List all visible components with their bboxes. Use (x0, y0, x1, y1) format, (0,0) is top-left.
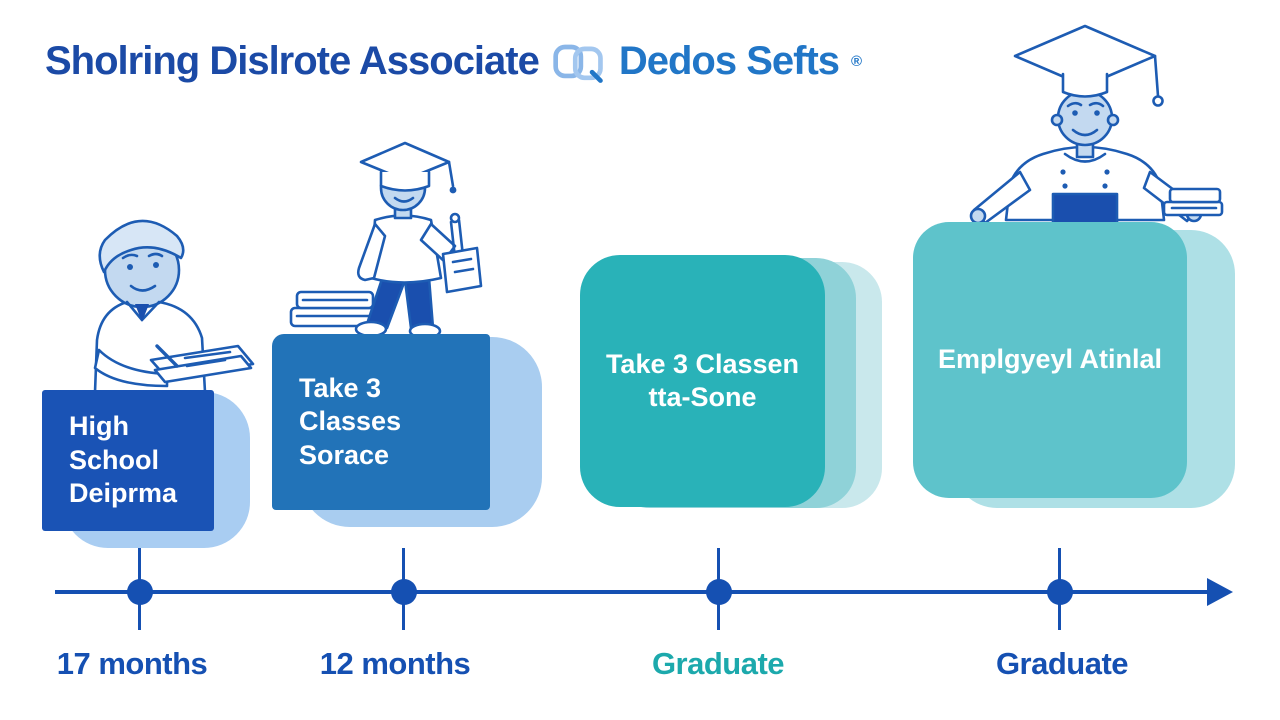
timeline-dot (1047, 579, 1073, 605)
step-label-line: Deiprma (69, 478, 178, 509)
page-title: Sholring Dislrote Associate Dedos Sefts ® (45, 36, 862, 86)
student-at-desk-illustration (93, 219, 255, 392)
chef-graduate-illustration (969, 24, 1224, 224)
step-box-high-school-diploma: High School Deiprma (42, 390, 214, 531)
step-box-take-3-classen: Take 3 Classen tta-Sone (580, 255, 825, 507)
step-label-line: Take 3 Classes (299, 372, 402, 437)
title-text-secondary: Dedos Sefts (618, 38, 840, 83)
title-text-primary: Sholring Dislrote Associate (45, 38, 540, 83)
step-label-line: Sorace (299, 439, 390, 470)
registered-mark: ® (851, 52, 862, 70)
step-label-line: High School (69, 411, 160, 475)
timeline-label-12-months: 12 months (319, 646, 471, 681)
timeline-axis (55, 590, 1213, 594)
timeline-arrowhead-icon (1207, 578, 1233, 606)
step-label-line: Emplgyeyl Atinlal (937, 344, 1163, 375)
timeline-label-graduate-1: Graduate (651, 646, 785, 681)
step-label-line: Take 3 Classen (605, 348, 800, 379)
walking-graduate-illustration (289, 141, 483, 336)
timeline-label-graduate-2: Graduate (995, 646, 1129, 681)
timeline-dot (127, 579, 153, 605)
step-box-take-3-classes: Take 3 Classes Sorace (272, 334, 490, 510)
step-label-line: tta-Sone (648, 382, 757, 412)
logo-mark-icon (551, 36, 607, 86)
timeline-dot (391, 579, 417, 605)
step-box-employed: Emplgyeyl Atinlal (913, 222, 1187, 498)
timeline-label-17-months: 17 months (56, 646, 208, 681)
timeline-dot (706, 579, 732, 605)
